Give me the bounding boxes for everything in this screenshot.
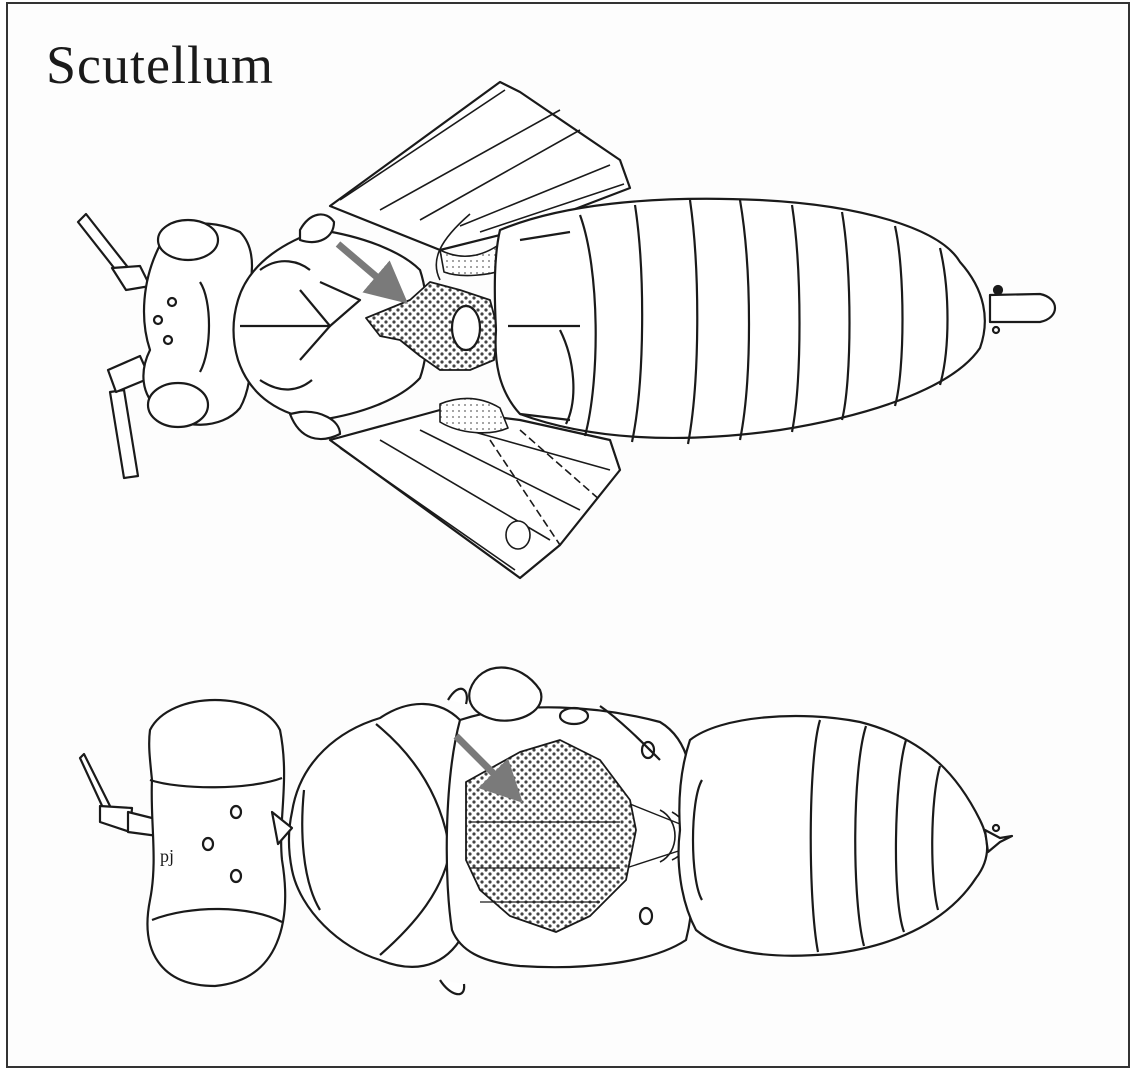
upper-abdomen xyxy=(495,199,985,444)
lower-head: pj xyxy=(148,700,286,986)
lower-insect: pj xyxy=(80,668,1012,995)
lower-abdomen xyxy=(679,716,1012,956)
svg-text:pj: pj xyxy=(160,846,174,866)
upper-tail xyxy=(990,286,1055,333)
upper-wing-bottom xyxy=(330,410,620,578)
upper-insect xyxy=(78,82,1055,578)
upper-antenna-top xyxy=(78,214,150,290)
